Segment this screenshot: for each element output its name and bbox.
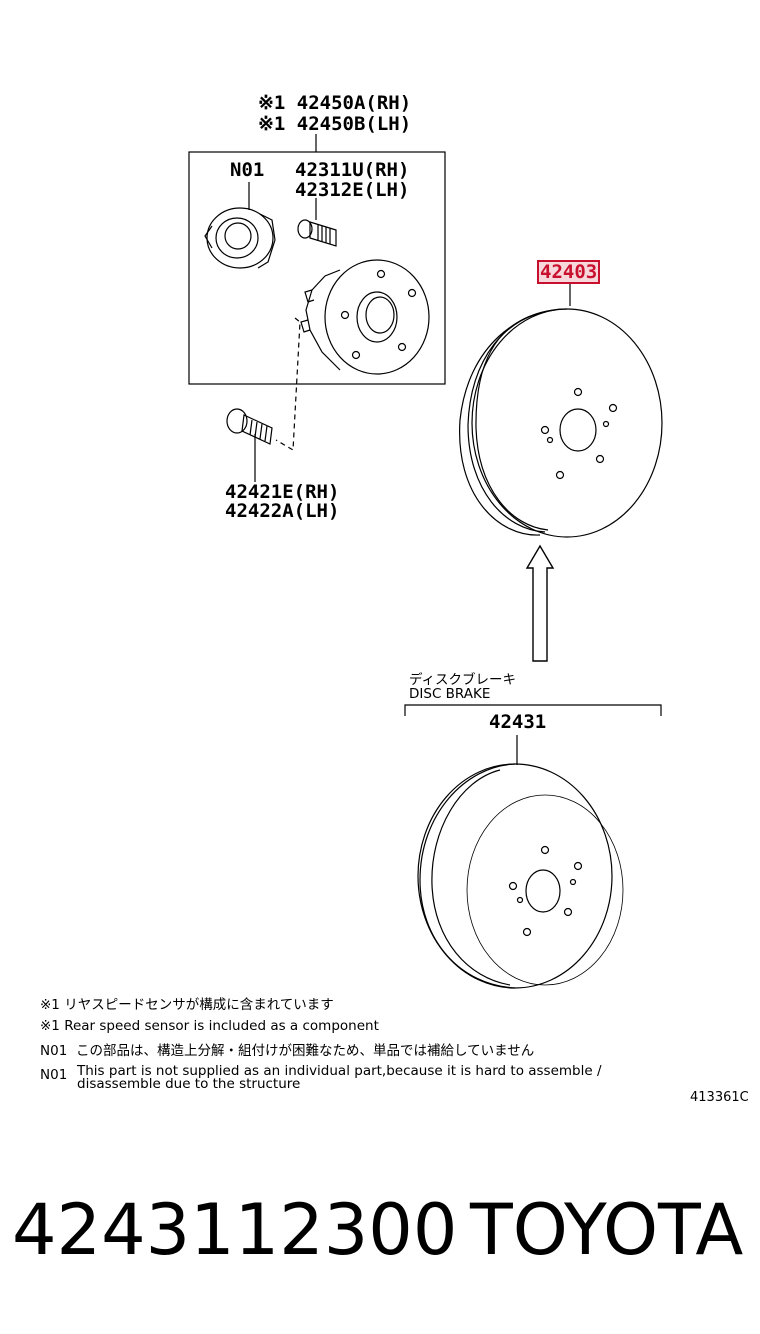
- footer-brand: TOYOTA: [470, 1189, 744, 1271]
- hub-assembly-part-lh: ※1 42450B(LH): [258, 113, 412, 135]
- hub-bolt-part-rh: 42311U(RH): [295, 159, 410, 181]
- note1-english: ※1 Rear speed sensor is included as a co…: [40, 1018, 379, 1034]
- mount-bolt-part-lh: 42422A(LH): [225, 500, 340, 522]
- disc-brake-bracket: [404, 704, 662, 716]
- hub-bolt-drawing: [297, 198, 337, 247]
- brake-rotor-part-number: 42431: [489, 711, 547, 733]
- disc-brake-label-jp: ディスクブレーキ: [409, 672, 517, 688]
- hub-assembly-box: [188, 151, 446, 385]
- n01-tag-1: N01: [40, 1043, 68, 1059]
- note1-japanese: ※1 リヤスピードセンサが構成に含まれています: [40, 997, 334, 1013]
- n01-note-japanese: この部品は、構造上分解・組付けが困難なため、単品では補給していません: [76, 1043, 535, 1059]
- n01-note-english-line2: disassemble due to the structure: [77, 1076, 301, 1092]
- mounting-bolt-drawing: [226, 408, 273, 482]
- figure-code: 413361C: [690, 1090, 749, 1105]
- hub-assembly-part-rh: ※1 42450A(RH): [258, 92, 412, 114]
- footer-part-number: 4243112300: [12, 1189, 458, 1271]
- brake-drum-part-number[interactable]: 42403: [536, 260, 601, 284]
- hub-bolt-part-lh: 42312E(LH): [295, 179, 410, 201]
- bearing-n01-label: N01: [230, 159, 265, 181]
- dashed-leader: [275, 317, 301, 452]
- bearing-drawing: [204, 182, 276, 269]
- up-arrow: [525, 544, 555, 662]
- brake-drum-drawing: [459, 283, 663, 538]
- brake-rotor-drawing: [417, 763, 624, 989]
- n01-tag-2: N01: [40, 1067, 68, 1083]
- disc-brake-label-en: DISC BRAKE: [409, 686, 491, 702]
- mount-bolt-part-rh: 42421E(RH): [225, 481, 340, 503]
- hub-flange-drawing: [300, 259, 430, 375]
- n01-note-english-line1: This part is not supplied as an individu…: [77, 1063, 602, 1079]
